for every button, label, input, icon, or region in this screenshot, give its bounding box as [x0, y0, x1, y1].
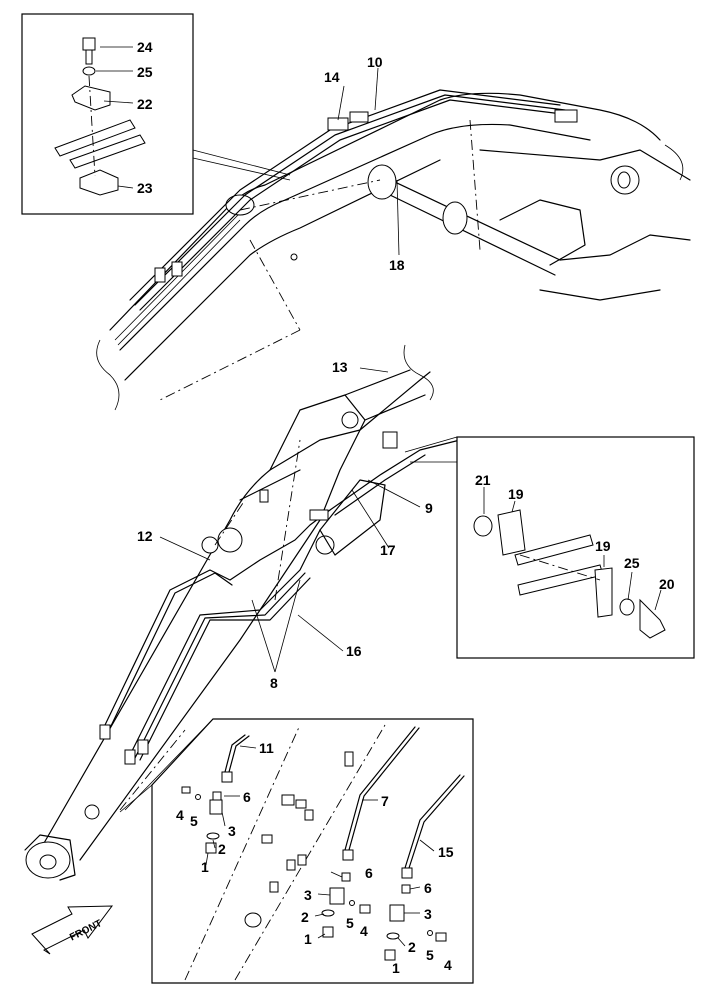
callout-2-c: 2: [408, 939, 416, 955]
callout-2-b: 2: [301, 909, 309, 925]
callout-5-a: 5: [190, 813, 198, 829]
callout-numbers: 24 25 22 23 14 10 18 13 21 19 9 17 19 12…: [137, 39, 675, 976]
callout-4-c: 4: [444, 957, 452, 973]
callout-8: 8: [270, 675, 278, 691]
callout-4-a: 4: [176, 807, 184, 823]
callout-6-a: 6: [243, 789, 251, 805]
callout-14: 14: [324, 69, 340, 85]
callout-5-b: 5: [346, 915, 354, 931]
callout-25-upper: 25: [137, 64, 153, 80]
callout-2-a: 2: [218, 841, 226, 857]
callout-15: 15: [438, 844, 454, 860]
callout-17: 17: [380, 542, 396, 558]
callout-13: 13: [332, 359, 348, 375]
callout-20: 20: [659, 576, 675, 592]
arm-drawing: [24, 344, 461, 881]
callout-12: 12: [137, 528, 153, 544]
front-direction-arrow: FRONT: [31, 905, 114, 955]
callout-23: 23: [137, 180, 153, 196]
callout-1-c: 1: [392, 960, 400, 976]
callout-1-b: 1: [304, 931, 312, 947]
callout-4-b: 4: [360, 923, 368, 939]
callout-3-c: 3: [424, 906, 432, 922]
callout-9: 9: [425, 500, 433, 516]
callout-22: 22: [137, 96, 153, 112]
callout-6-b: 6: [365, 865, 373, 881]
leader-lines: [96, 46, 662, 947]
callout-24: 24: [137, 39, 153, 55]
callout-7: 7: [381, 793, 389, 809]
callout-19-a: 19: [508, 486, 524, 502]
callout-21: 21: [475, 472, 491, 488]
callout-6-c: 6: [424, 880, 432, 896]
inset-fittings: [119, 718, 474, 984]
upper-boom-drawing: [96, 89, 691, 411]
inset-clamp-arm: [404, 436, 695, 659]
callout-1-a: 1: [201, 859, 209, 875]
callout-19-b: 19: [595, 538, 611, 554]
callout-18: 18: [389, 257, 405, 273]
callout-16: 16: [346, 643, 362, 659]
callout-5-c: 5: [426, 947, 434, 963]
callout-3-a: 3: [228, 823, 236, 839]
callout-3-b: 3: [304, 887, 312, 903]
callout-11: 11: [259, 740, 274, 756]
callout-25-arm: 25: [624, 555, 640, 571]
callout-10: 10: [367, 54, 383, 70]
